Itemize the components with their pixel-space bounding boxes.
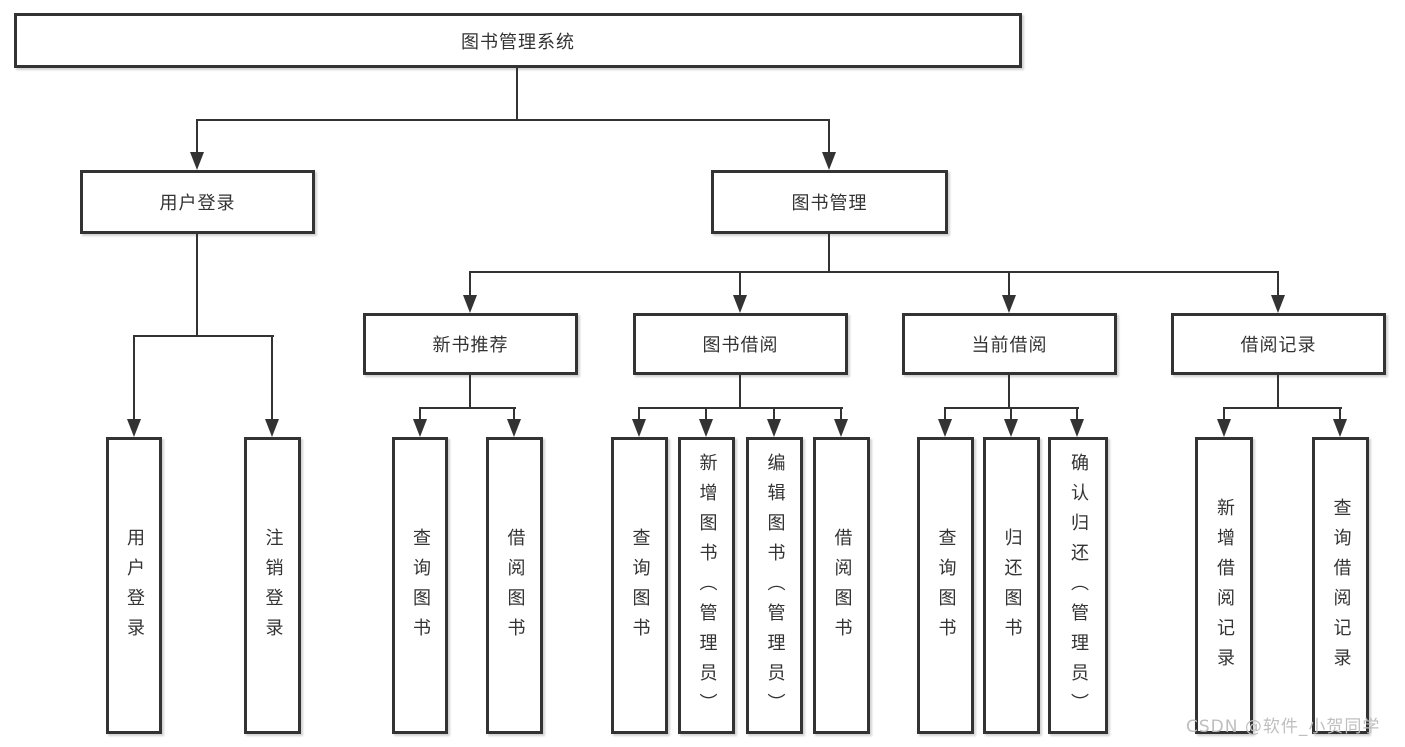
- arrowhead-leaf: [938, 419, 952, 437]
- connector-book-management-hline: [469, 271, 1279, 273]
- node-current-borrow: 当前借阅: [902, 313, 1117, 375]
- arrowhead-leaf: [699, 419, 713, 437]
- arrowhead-leaf: [1333, 419, 1347, 437]
- arrowhead-leaf: [632, 419, 646, 437]
- arrowhead-book-management: [822, 152, 836, 170]
- connector-root-hline: [196, 119, 830, 121]
- connector-leaf-stem: [1010, 407, 1012, 422]
- node-borrow-records: 借阅记录: [1171, 313, 1386, 375]
- connector-book-management-stub: [828, 234, 830, 272]
- connector-leaf-stem: [705, 407, 707, 422]
- arrowhead-new-book: [463, 295, 477, 313]
- connector-leaf-stem: [419, 407, 421, 422]
- connector-leaf-stem: [638, 407, 640, 422]
- connector-root-stub: [516, 68, 518, 120]
- connector-to-book-borrow: [739, 271, 741, 298]
- leaf-return-books: 归还图书: [983, 437, 1040, 734]
- arrowhead-leaf: [507, 419, 521, 437]
- connector-leaf-stem: [944, 407, 946, 422]
- connector-user-login-stub: [196, 234, 198, 336]
- connector-to-current-borrow: [1008, 271, 1010, 298]
- leaf-borrow-books-1: 借阅图书: [486, 437, 543, 734]
- connector-to-leaf-user-login: [133, 335, 135, 422]
- node-root: 图书管理系统: [14, 13, 1022, 68]
- arrowhead-leaf: [1217, 419, 1231, 437]
- leaf-confirm-return-admin: 确认归还（管理员）: [1048, 437, 1108, 734]
- connector-book-borrow-stub: [739, 375, 741, 408]
- leaf-query-borrow-record: 查询借阅记录: [1312, 437, 1369, 734]
- arrowhead-leaf-logout: [265, 419, 279, 437]
- node-book-borrow: 图书借阅: [633, 313, 848, 375]
- connector-new-book-hline: [419, 407, 516, 409]
- arrowhead-leaf-user-login: [127, 419, 141, 437]
- connector-new-book-stub: [469, 375, 471, 408]
- connector-borrow-records-hline: [1223, 407, 1342, 409]
- arrowhead-leaf: [767, 419, 781, 437]
- connector-borrow-records-stub: [1277, 375, 1279, 408]
- connector-to-borrow-records: [1277, 271, 1279, 298]
- leaf-query-books-1: 查询图书: [392, 437, 448, 734]
- connector-to-book-management: [828, 119, 830, 155]
- leaf-query-books-2: 查询图书: [611, 437, 668, 734]
- connector-to-leaf-logout: [271, 335, 273, 422]
- arrowhead-leaf: [413, 419, 427, 437]
- connector-to-new-book: [469, 271, 471, 298]
- connector-leaf-stem: [513, 407, 515, 422]
- node-new-book-recommend: 新书推荐: [363, 313, 578, 375]
- arrowhead-leaf: [1004, 419, 1018, 437]
- connector-leaf-stem: [1076, 407, 1078, 422]
- watermark: CSDN @软件_小贺同学: [1186, 717, 1381, 737]
- leaf-add-book-admin: 新增图书（管理员）: [678, 437, 735, 734]
- connector-to-user-login: [196, 119, 198, 155]
- leaf-borrow-books-2: 借阅图书: [813, 437, 870, 734]
- connector-current-borrow-stub: [1008, 375, 1010, 408]
- leaf-user-login: 用户登录: [106, 437, 162, 734]
- arrowhead-book-borrow: [733, 295, 747, 313]
- leaf-add-borrow-record: 新增借阅记录: [1195, 437, 1253, 734]
- arrowhead-leaf: [1070, 419, 1084, 437]
- connector-leaf-stem: [1223, 407, 1225, 422]
- leaf-edit-book-admin: 编辑图书（管理员）: [746, 437, 803, 734]
- connector-book-borrow-hline: [638, 407, 843, 409]
- arrowhead-leaf: [834, 419, 848, 437]
- node-user-login: 用户登录: [80, 170, 315, 234]
- node-book-management: 图书管理: [711, 170, 948, 234]
- connector-user-login-hline: [133, 335, 274, 337]
- connector-leaf-stem: [773, 407, 775, 422]
- arrowhead-current-borrow: [1002, 295, 1016, 313]
- connector-leaf-stem: [1339, 407, 1341, 422]
- leaf-query-books-3: 查询图书: [917, 437, 974, 734]
- leaf-logout-login: 注销登录: [244, 437, 301, 734]
- arrowhead-user-login: [190, 152, 204, 170]
- connector-leaf-stem: [840, 407, 842, 422]
- arrowhead-borrow-records: [1271, 295, 1285, 313]
